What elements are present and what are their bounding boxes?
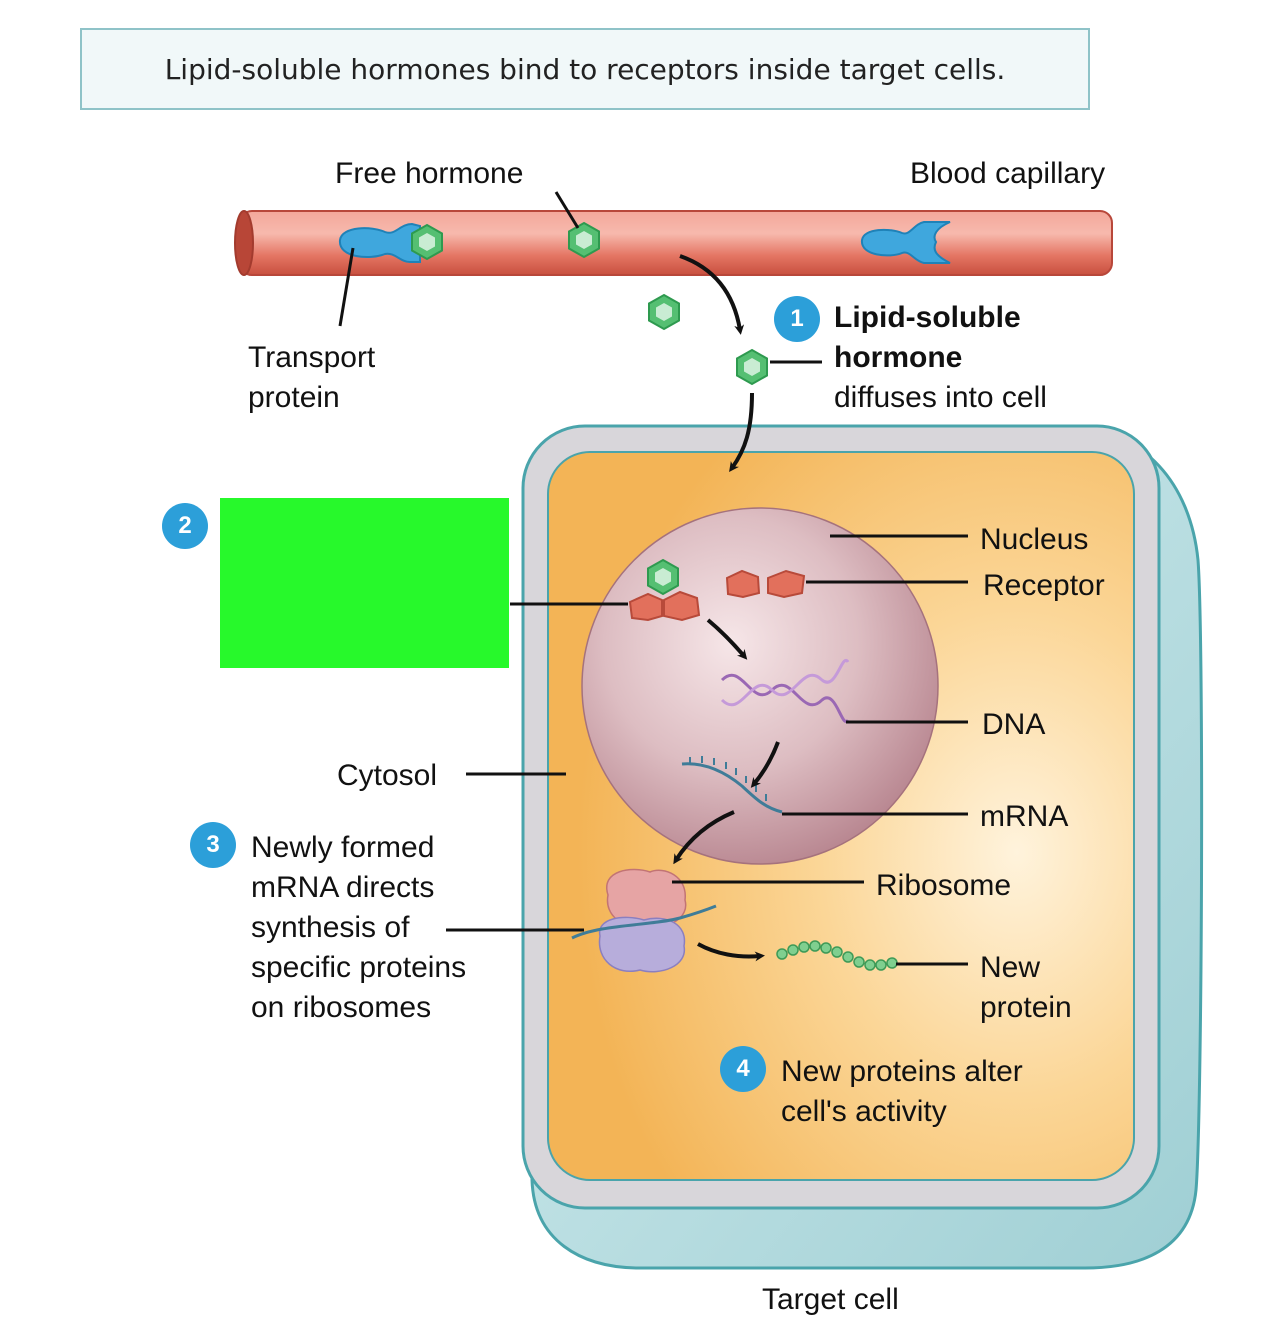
mrna-strand [681, 756, 783, 814]
ribosome [571, 868, 717, 973]
hormone-receptor-complex [628, 559, 701, 622]
label-target-cell: Target cell [762, 1283, 899, 1316]
dna-helix [720, 658, 850, 724]
free-hormone-molecule [568, 222, 600, 258]
step-3-badge: 3 [190, 822, 236, 868]
hormone-molecule [736, 349, 768, 385]
step-3-text: Newly formed mRNA directs synthesis of s… [251, 831, 467, 1024]
new-protein-chain [776, 940, 898, 971]
step-4-text: New proteins alter cell's activity [781, 1055, 1023, 1128]
receptor-molecules [725, 569, 806, 599]
step-1-bold-text: Lipid-soluble hormone [834, 301, 1021, 374]
transport-protein-with-hormone [338, 222, 443, 263]
label-new-protein: New protein [980, 951, 1072, 1024]
step-1-badge: 1 [774, 296, 820, 342]
label-dna: DNA [982, 708, 1046, 741]
label-free-hormone: Free hormone [335, 157, 524, 190]
step-4-badge: 4 [720, 1046, 766, 1092]
label-nucleus: Nucleus [980, 523, 1089, 556]
label-ribosome: Ribosome [876, 869, 1012, 902]
leader-lines [338, 191, 968, 966]
label-receptor: Receptor [983, 569, 1105, 602]
transport-protein-empty [861, 221, 951, 264]
title-box: Lipid-soluble hormones bind to receptors… [80, 28, 1090, 110]
process-arrows [673, 254, 780, 962]
label-cytosol: Cytosol [337, 759, 438, 792]
blood-capillary [234, 210, 1113, 276]
label-blood-capillary: Blood capillary [910, 157, 1106, 190]
label-transport-protein: Transport protein [248, 341, 376, 414]
step-1-text: diffuses into cell [834, 381, 1047, 414]
title-text: Lipid-soluble hormones bind to receptors… [164, 52, 1006, 86]
step-2-badge: 2 [162, 503, 208, 549]
label-mrna: mRNA [980, 800, 1069, 833]
hormone-molecule [648, 294, 680, 330]
step-2-label-box [220, 498, 509, 668]
